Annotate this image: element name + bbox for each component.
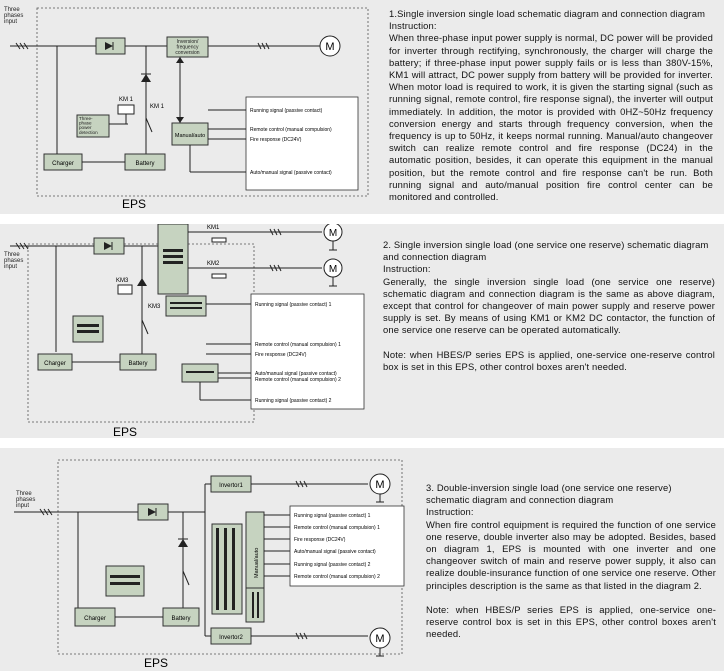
dc-diode-icon: [178, 539, 188, 547]
description-title: 2. Single inversion single load (one ser…: [383, 239, 709, 263]
rectifier-diode-icon: [104, 242, 112, 250]
output-line-marks-2: [269, 264, 282, 272]
signal-running-2: Running signal (passive contact) 2: [294, 562, 371, 568]
battery-label: Battery: [128, 361, 147, 367]
km2-label: KM2: [207, 261, 220, 267]
eps-label: EPS: [144, 656, 168, 670]
note-text: Note: when HBES/P series EPS is applied,…: [426, 603, 716, 640]
manual-auto-label: Manual/auto: [254, 548, 260, 578]
signal-remote-control-1: Remote control (manual compulsion) 1: [294, 525, 380, 531]
instruction-text: When fire control equipment is required …: [426, 518, 716, 591]
description-title: 1.Single inversion single load schematic…: [389, 8, 706, 19]
signal-fire-response: Fire response (DC24V): [294, 537, 346, 543]
input-line-marks: [15, 242, 29, 250]
instruction-text: Generally, the single inversion single l…: [383, 275, 715, 336]
km1-label: KM1: [207, 225, 220, 231]
charger-label: Charger: [84, 616, 106, 622]
instruction-label: Instruction:: [389, 20, 437, 32]
instruction-text: When three-phase input power supply is n…: [389, 32, 713, 203]
km1-coil: [211, 237, 227, 243]
eps-enclosure: [36, 7, 369, 197]
dc-diode-icon: [141, 74, 151, 82]
rectifier-diode-icon: [148, 508, 156, 516]
motor-icon: [319, 35, 341, 57]
motor-1-label: M: [375, 479, 384, 491]
detection-box: [105, 565, 145, 597]
signal-remote-control-1: Remote control (manual compulsion) 1: [255, 342, 341, 348]
signal-fire-response: Fire response (DC24V): [255, 352, 307, 358]
instruction-label: Instruction:: [383, 263, 431, 275]
battery-label: Battery: [135, 161, 154, 167]
description-3: 3. Double-inversion single load (one ser…: [426, 482, 716, 640]
battery-label: Battery: [171, 616, 190, 622]
signal-terminal-box: [245, 96, 359, 191]
note-text: Note: when HBES/P series EPS is applied,…: [383, 348, 715, 372]
signal-running: Running signal (passive contact): [250, 108, 323, 114]
signal-auto-manual: Auto/manual signal (passive contact): [250, 170, 332, 176]
motor-2-label: M: [375, 633, 384, 645]
motor-1-label: M: [329, 228, 337, 239]
signal-auto-manual: Auto/manual signal (passive contact): [255, 371, 337, 377]
signal-running-2: Running signal (passive contact) 2: [255, 398, 332, 404]
input-line-marks: [39, 508, 53, 516]
output-line-marks-2: [295, 632, 308, 640]
eps-label: EPS: [122, 197, 146, 211]
signal-remote-control-2: Remote control (manual compulsion) 2: [255, 377, 341, 383]
relay-box: [245, 587, 265, 623]
charger-label: Charger: [52, 161, 74, 167]
signal-remote-control-2: Remote control (manual compulsion) 2: [294, 574, 380, 580]
signal-remote-control: Remote control (manual compulsion): [250, 127, 332, 133]
instruction-label: Instruction:: [426, 506, 474, 518]
rectifier-diode-icon: [105, 42, 113, 50]
description-title: 3. Double-inversion single load (one ser…: [426, 482, 672, 506]
inverter-box: [166, 36, 209, 58]
km1-coil-label: KM 1: [119, 97, 134, 103]
inverter-1-label: Invertor1: [219, 483, 243, 489]
signal-running-1: Running signal (passive contact) 1: [294, 513, 371, 519]
inverter-box: [157, 224, 189, 295]
eps-label: EPS: [113, 425, 137, 438]
changeover-box: [165, 295, 207, 317]
signal-terminal-box: [250, 293, 365, 410]
signal-running-1: Running signal (passive contact) 1: [255, 302, 332, 308]
input-line-marks: [15, 42, 29, 50]
motor-label: M: [325, 41, 334, 53]
description-2: 2. Single inversion single load (one ser…: [383, 239, 715, 373]
output-line-marks-1: [295, 480, 308, 488]
signal-terminal-box: [289, 505, 405, 587]
km1-coil: [117, 104, 135, 115]
description-1: 1.Single inversion single load schematic…: [389, 8, 713, 203]
dc-diode-icon: [137, 278, 147, 286]
km3-coil: [117, 284, 133, 295]
eps-enclosure: [27, 243, 255, 423]
km3-switch-label: KM3: [148, 304, 161, 310]
output-line-marks-1: [269, 228, 282, 236]
signal-auto-manual: Auto/manual signal (passive contact): [294, 549, 376, 555]
signal-fire-response: Fire response (DC24V): [250, 137, 302, 143]
km3-coil-label: KM3: [116, 278, 129, 284]
detection-box: [72, 315, 104, 343]
km2-coil: [211, 273, 227, 279]
power-detection-box: [76, 114, 110, 138]
charger-label: Charger: [44, 361, 66, 367]
km1-switch-label: KM 1: [150, 104, 165, 110]
motor-2-label: M: [329, 264, 337, 275]
manual-auto-label: Manual/auto: [175, 133, 205, 139]
output-line-marks: [257, 42, 270, 50]
inverter-2-label: Invertor2: [219, 635, 243, 641]
